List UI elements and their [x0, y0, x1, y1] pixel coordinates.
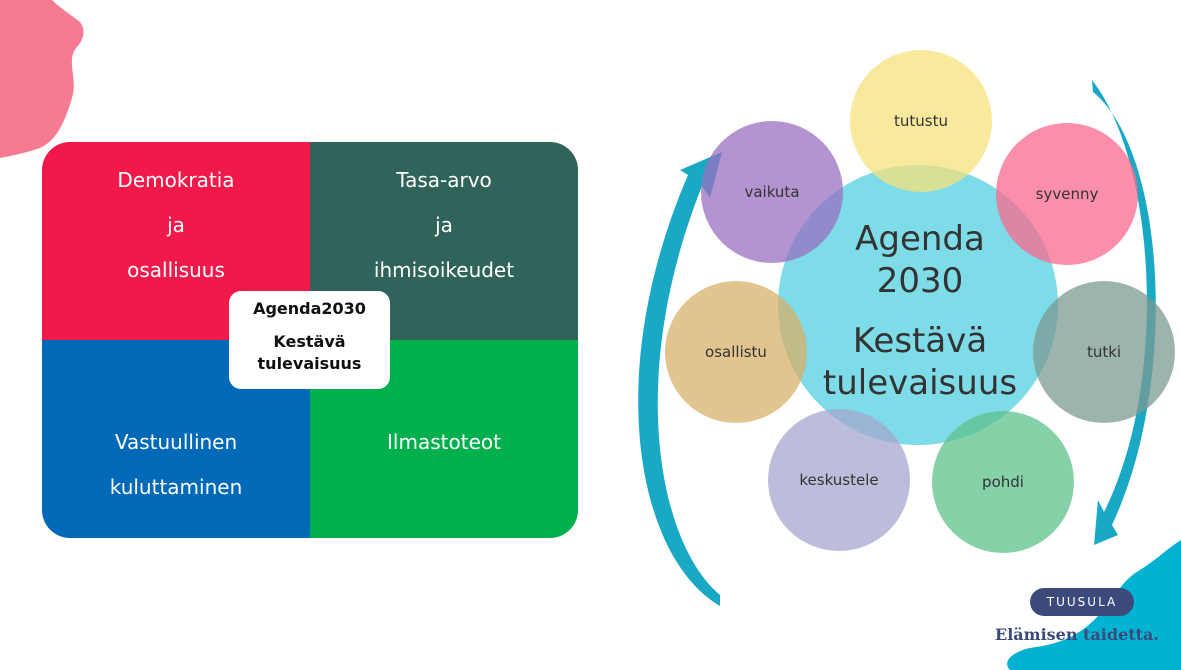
cycle-step-syvenny [996, 123, 1138, 265]
center-box-line: tulevaisuus [257, 354, 362, 373]
cycle-step-tutki [1033, 281, 1175, 423]
cycle-center-line: 2030 [877, 261, 964, 301]
quadrant-consumption: Vastuullinen kuluttaminen [42, 340, 310, 538]
cycle-step-vaikuta [701, 121, 843, 263]
quadrant-text-line: kuluttaminen [109, 475, 243, 499]
cycle-step-label: syvenny [1036, 185, 1099, 203]
center-box-title: Agenda2030 [253, 299, 366, 318]
quadrant-text-line: ihmisoikeudet [373, 258, 515, 282]
cycle-center-circle [778, 165, 1058, 445]
quadrant-text-line: Ilmastoteot [387, 430, 501, 454]
quadrant-text-line: ja [435, 213, 453, 237]
cycle-center-line: Agenda [855, 219, 985, 259]
cycle-step-label: keskustele [799, 471, 878, 489]
quadrant-text-line: Demokratia [117, 168, 235, 192]
quadrant-text-line: Tasa-arvo [396, 168, 492, 192]
cycle-step-circles: tutustu syvenny tutki pohdi keskustele osalli… [665, 50, 1175, 553]
cycle-center-line: Kestävä [853, 321, 987, 361]
cycle-step-label: vaikuta [744, 183, 799, 201]
center-box-subtitle: Kestävä tulevaisuus [229, 321, 390, 375]
cycle-step-pohdi [932, 411, 1074, 553]
blue-decor-shape [1007, 540, 1181, 670]
cycle-arrow-right [1092, 80, 1156, 545]
brand-slogan: Elämisen taidetta. [995, 625, 1159, 644]
cycle-step-keskustele [768, 409, 910, 551]
cycle-step-osallistu [665, 281, 807, 423]
tuusula-logo[interactable]: TUUSULA [1030, 588, 1134, 616]
cycle-step-label: osallistu [705, 343, 767, 361]
cycle-arrow-left [638, 152, 722, 606]
quadrant-text-line: Vastuullinen [114, 430, 238, 454]
quadrant-text-line: osallisuus [127, 258, 225, 282]
cycle-step-tutustu [850, 50, 992, 192]
cycle-step-label: tutki [1087, 343, 1121, 361]
agenda-center-box: Agenda2030 Kestävä tulevaisuus [229, 291, 390, 389]
pink-decor-shape [0, 0, 84, 158]
cycle-center-line: tulevaisuus [823, 363, 1017, 403]
cycle-step-label: tutustu [894, 112, 948, 130]
cycle-step-label: pohdi [982, 473, 1024, 491]
quadrant-text-line: ja [167, 213, 185, 237]
center-box-line: Kestävä [273, 332, 346, 351]
